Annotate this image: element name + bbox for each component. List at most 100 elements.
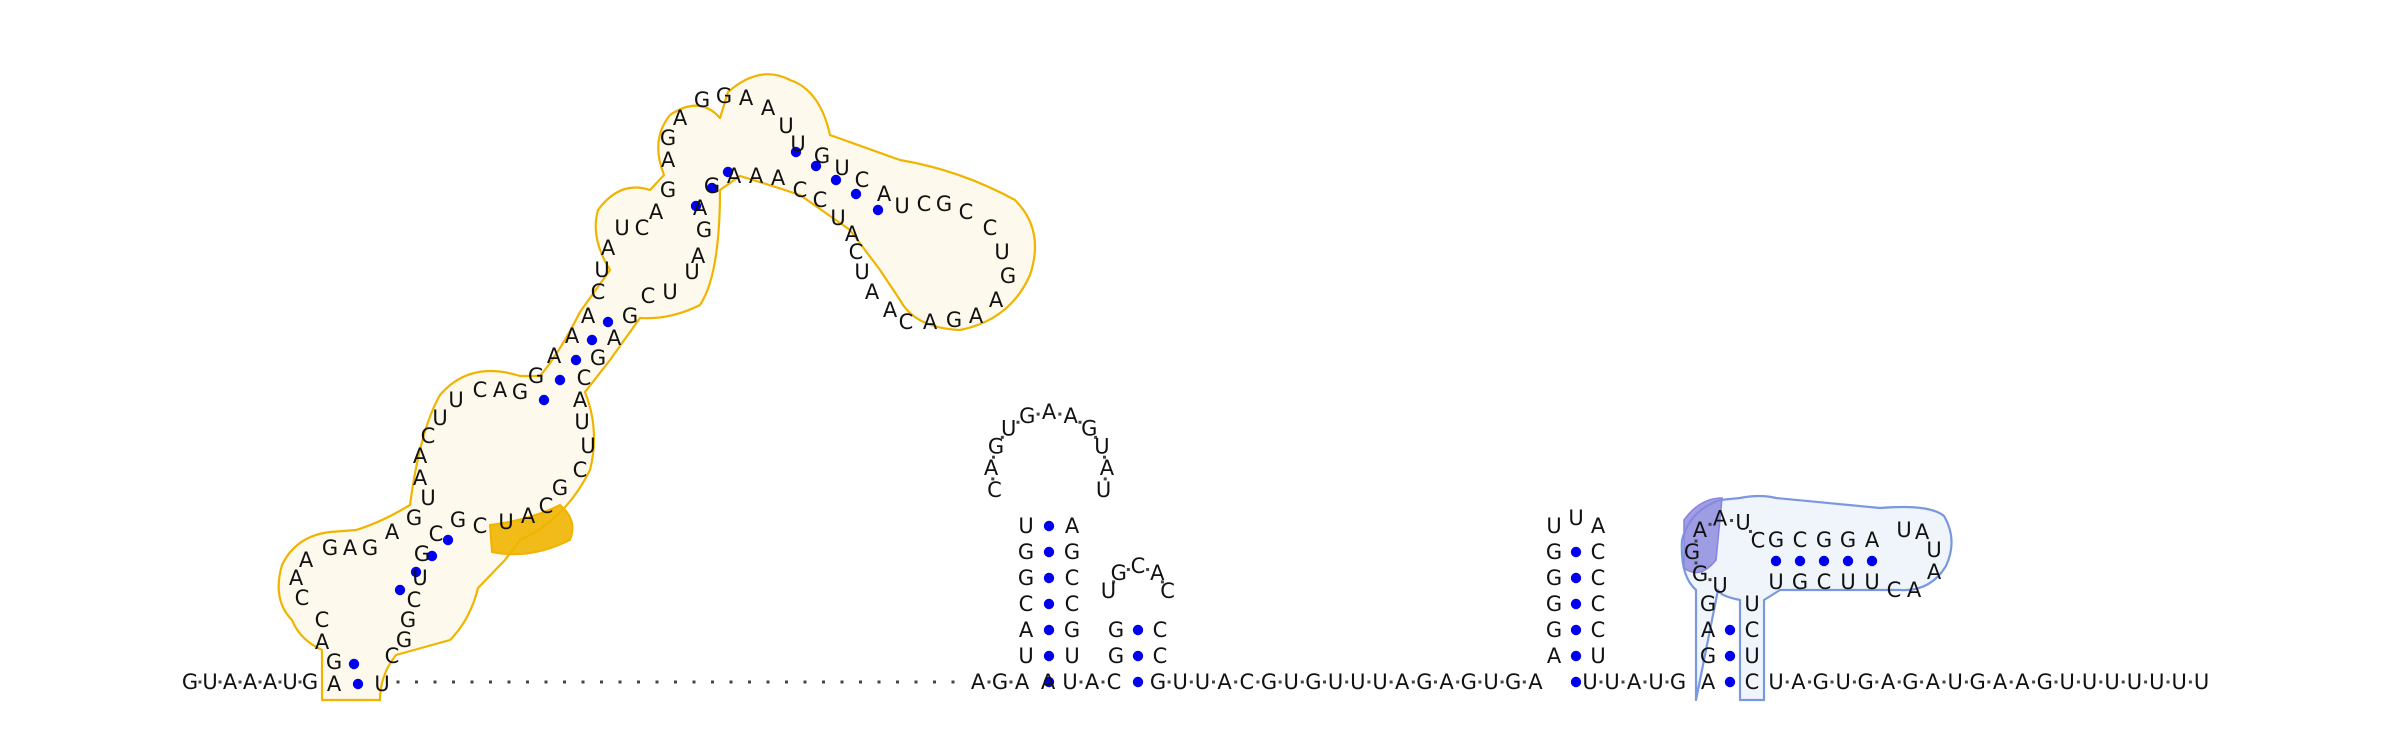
nucleotide-label: A: [1693, 518, 1708, 542]
base-pair-dot: [1043, 650, 1055, 662]
backbone-tick: [674, 680, 677, 684]
base-pair-dot: [1866, 555, 1878, 567]
nucleotide-label: A: [845, 222, 860, 246]
nucleotide-label: A: [1993, 670, 2008, 694]
nucleotide-label: A: [1041, 670, 1056, 694]
nucleotide-label: A: [1701, 618, 1716, 642]
backbone-tick: [987, 680, 991, 684]
backbone-tick: [1036, 412, 1040, 416]
nucleotide-label: A: [243, 670, 258, 694]
nucleotide-label: A: [1915, 520, 1930, 544]
nucleotide-label: U: [1568, 506, 1583, 530]
base-pair-dot: [1132, 624, 1144, 636]
backbone-tick: [1167, 680, 1171, 684]
nucleotide-label: G: [1108, 644, 1124, 668]
base-pair-dot: [570, 354, 582, 366]
nucleotide-label: U: [448, 388, 463, 412]
nucleotide-label: G: [1111, 561, 1127, 585]
backbone-tick: [914, 680, 918, 684]
nucleotide-label: A: [1528, 670, 1543, 694]
nucleotide-label: A: [1395, 670, 1410, 694]
nucleotide-label: C: [473, 514, 488, 538]
nucleotide-label: A: [691, 244, 706, 268]
nucleotide-label: G: [1684, 540, 1700, 564]
nucleotide-label: U: [1062, 670, 1077, 694]
backbone-tick: [1665, 680, 1669, 684]
backbone-tick: [1875, 680, 1879, 684]
nucleotide-label: U: [790, 132, 805, 156]
nucleotide-label: U: [854, 260, 869, 284]
nucleotide-label: C: [1745, 670, 1760, 694]
nucleotide-label: G: [1018, 540, 1034, 564]
backbone-tick: [1920, 680, 1924, 684]
nucleotide-label: A: [1907, 578, 1922, 602]
nucleotide-label: C: [855, 168, 870, 192]
base-pair-dot: [1842, 555, 1854, 567]
backbone-tick: [470, 680, 474, 684]
nucleotide-label: C: [385, 644, 400, 668]
nucleotide-label: G: [1150, 670, 1166, 694]
nucleotide-label: A: [2015, 670, 2030, 694]
nucleotide-label: C: [849, 240, 864, 264]
nucleotide-label: U: [1195, 670, 1210, 694]
backbone-layer: [198, 412, 2192, 684]
nucleotide-label: U: [1744, 644, 1759, 668]
base-pair-dot: [1132, 676, 1144, 688]
nucleotide-label: G: [1546, 592, 1562, 616]
nucleotide-label: C: [1107, 670, 1122, 694]
nucleotide-label: A: [1926, 670, 1941, 694]
nucleotide-label: C: [1745, 618, 1760, 642]
nucleotide-label: C: [1131, 554, 1146, 578]
nucleotide-label: U: [1604, 670, 1619, 694]
backbone-tick: [396, 680, 400, 684]
nucleotide-label: C: [407, 588, 422, 612]
nucleotide-label: A: [1591, 514, 1606, 538]
base-pair-dot: [810, 160, 822, 172]
backbone-tick: [258, 680, 262, 684]
backbone-tick: [896, 680, 899, 684]
base-pair-dot: [1570, 572, 1582, 584]
backbone-tick: [766, 680, 770, 684]
base-pair-dot: [1043, 546, 1055, 558]
nucleotide-label: G: [1019, 404, 1035, 428]
nucleotide-label: C: [573, 458, 588, 482]
nucleotide-label: G: [1018, 566, 1034, 590]
nucleotide-label: A: [1019, 618, 1034, 642]
nucleotide-label: A: [327, 672, 342, 696]
nucleotide-label: G: [1670, 670, 1686, 694]
nucleotide-label: G: [1305, 670, 1321, 694]
nucleotide-label: G: [1064, 618, 1080, 642]
backbone-tick: [1212, 680, 1215, 684]
nucleotide-label: C: [1065, 592, 1080, 616]
nucleotide-label: U: [282, 670, 297, 694]
nucleotide-label: U: [2127, 670, 2142, 694]
nucleotide-label: G: [362, 536, 378, 560]
backbone-tick: [1852, 680, 1856, 684]
nucleotide-label: A: [413, 466, 428, 490]
nucleotide-label: A: [1064, 404, 1079, 428]
nucleotide-label: G: [1700, 592, 1716, 616]
nucleotide-label: A: [601, 236, 616, 260]
backbone-tick: [822, 680, 825, 684]
nucleotide-label: U: [1926, 538, 1941, 562]
backbone-tick: [992, 455, 996, 459]
backbone-tick: [1234, 680, 1238, 684]
backbone-tick: [840, 680, 844, 684]
nucleotide-label: U: [1735, 511, 1750, 535]
base-pair-dot: [602, 316, 614, 328]
nucleotide-label: U: [1896, 518, 1911, 542]
nucleotide-label: U: [1590, 644, 1605, 668]
base-pair-dot: [1132, 650, 1144, 662]
nucleotide-label: A: [984, 456, 999, 480]
backbone-tick: [278, 680, 282, 684]
nucleotide-label: A: [315, 630, 330, 654]
nucleotide-label: A: [1150, 561, 1165, 585]
backbone-tick: [1694, 561, 1698, 565]
backbone-tick: [1078, 420, 1082, 424]
nucleotide-label: U: [580, 434, 595, 458]
nucleotide-label: A: [1713, 507, 1728, 531]
backbone-tick: [2166, 680, 2170, 684]
backbone-tick: [1748, 529, 1752, 533]
backbone-tick: [1103, 477, 1107, 481]
